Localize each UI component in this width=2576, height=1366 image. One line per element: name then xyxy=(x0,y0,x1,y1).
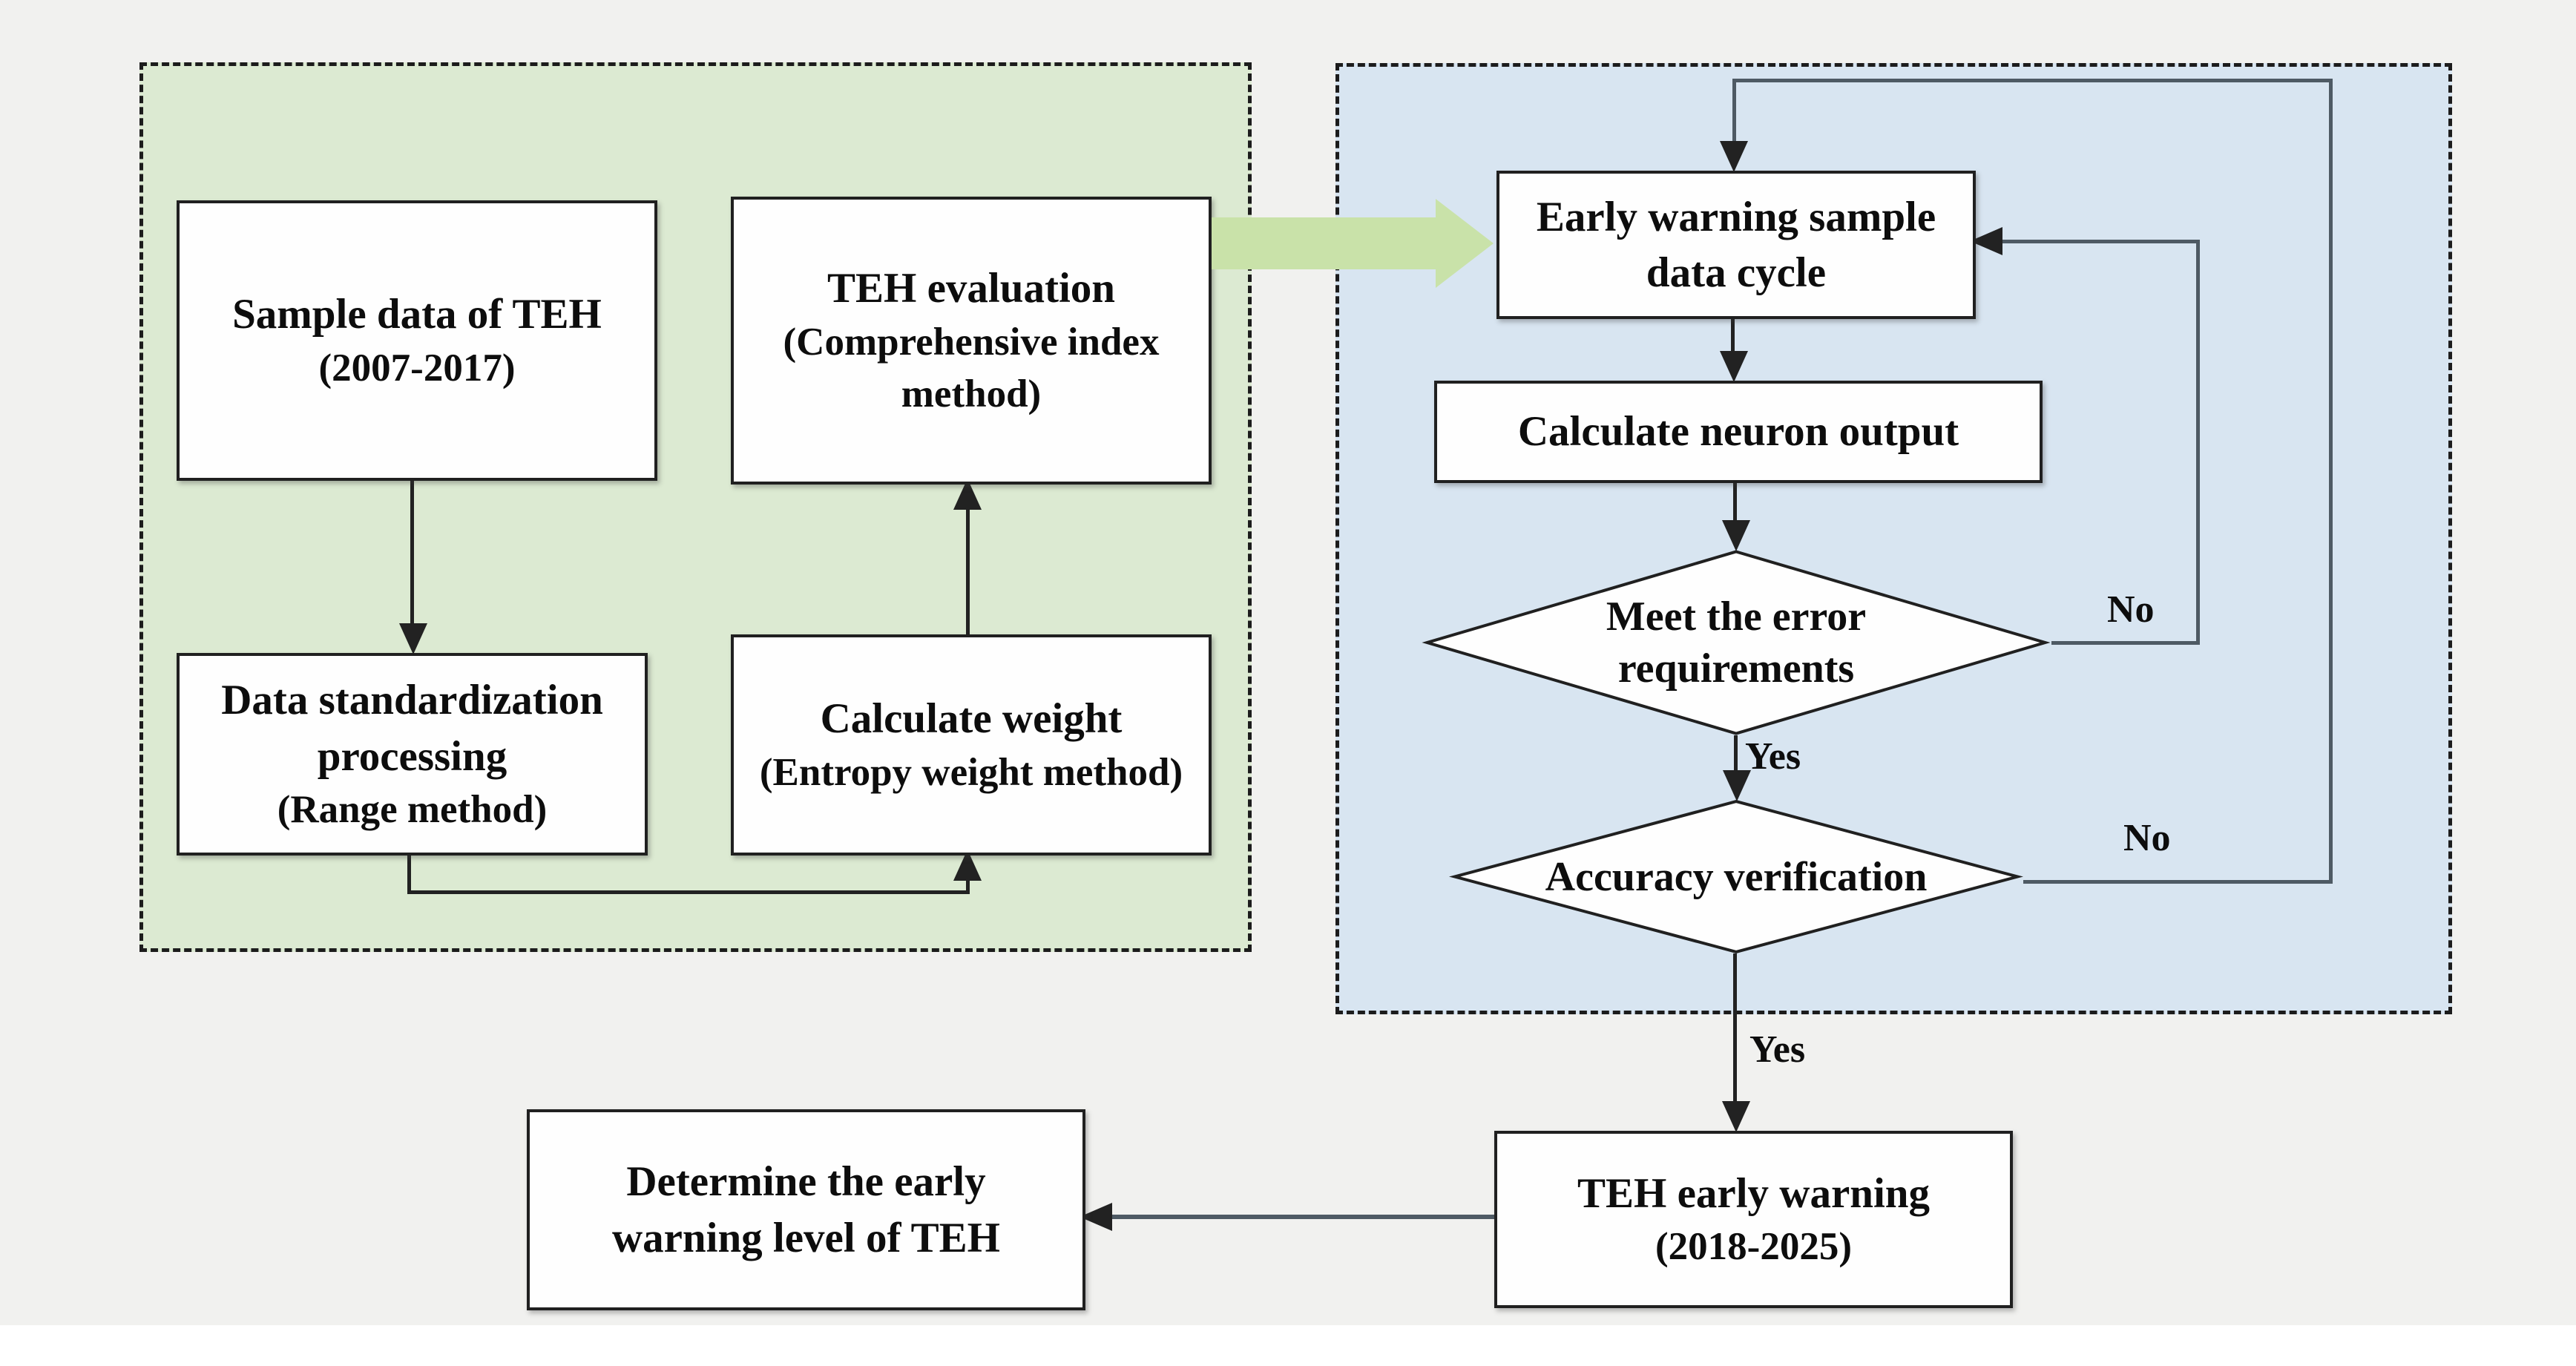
box-calculate-neuron-output-text: Calculate neuron output xyxy=(1517,408,1959,456)
connector-accuracy-no-horizontal xyxy=(2023,880,2333,884)
arrowhead-into-teh-early-warning xyxy=(1722,1101,1750,1132)
box-data-standardization-text: Data standardization processing xyxy=(221,677,603,780)
box-teh-early-warning-text: TEH early warning xyxy=(1577,1169,1930,1217)
box-teh-early-warning-subtext: (2018-2025) xyxy=(1655,1225,1852,1269)
connector-accuracy-no-vertical xyxy=(2329,79,2333,884)
connector-neuron-to-errorcheck xyxy=(1733,477,1737,522)
panel-transition-arrow xyxy=(1212,199,1494,288)
connector-errorcheck-no-horizontal xyxy=(2051,641,2200,645)
label-yes-1: Yes xyxy=(1745,735,1801,778)
connector-sampledata-to-standardization xyxy=(410,475,414,625)
box-determine-warning-level: Determine the early warning level of TEH xyxy=(527,1109,1085,1310)
connector-standardization-elbow-vertical xyxy=(407,850,411,894)
label-no-1: No xyxy=(2107,588,2155,631)
arrowhead-into-neuron xyxy=(1720,351,1748,382)
box-calculate-weight: Calculate weight (Entropy weight method) xyxy=(731,634,1212,856)
decision-meet-error-text: Meet the error requirements xyxy=(1606,594,1867,692)
box-calculate-weight-text: Calculate weight xyxy=(820,695,1123,743)
box-data-standardization: Data standardization processing (Range m… xyxy=(177,653,648,856)
connector-standardization-elbow-horizontal xyxy=(407,890,970,894)
arrowhead-into-standardization xyxy=(399,623,427,654)
box-teh-evaluation: TEH evaluation (Comprehensive index meth… xyxy=(731,197,1212,485)
box-teh-evaluation-text: TEH evaluation xyxy=(827,265,1115,312)
connector-warning-to-determine xyxy=(1109,1215,1494,1219)
decision-meet-error-requirements: Meet the error requirements xyxy=(1421,550,2051,735)
box-early-warning-cycle: Early warning sample data cycle xyxy=(1496,171,1976,319)
connector-cycle-to-neuron xyxy=(1731,313,1735,352)
arrowhead-into-errorcheck xyxy=(1722,520,1750,551)
connector-weight-to-evaluation xyxy=(966,508,970,634)
connector-errorcheck-no-return xyxy=(1998,240,2200,243)
box-sample-data: Sample data of TEH (2007-2017) xyxy=(177,200,657,481)
box-calculate-weight-subtext: (Entropy weight method) xyxy=(759,750,1183,794)
connector-errorcheck-no-vertical xyxy=(2196,241,2200,645)
decision-accuracy-text: Accuracy verification xyxy=(1545,853,1928,900)
label-no-2: No xyxy=(2123,817,2171,859)
connector-accuracy-no-top xyxy=(1732,79,2333,82)
box-teh-early-warning: TEH early warning (2018-2025) xyxy=(1494,1131,2013,1308)
arrowhead-into-cycle-top xyxy=(1720,141,1748,172)
connector-accuracy-no-drop xyxy=(1732,79,1736,142)
box-teh-evaluation-subtext: (Comprehensive index method) xyxy=(783,320,1160,416)
bottom-margin xyxy=(0,1325,2576,1366)
label-yes-2: Yes xyxy=(1749,1028,1806,1071)
box-data-standardization-subtext: (Range method) xyxy=(277,787,548,831)
box-early-warning-cycle-text: Early warning sample data cycle xyxy=(1536,193,1936,296)
box-sample-data-text: Sample data of TEH xyxy=(232,291,602,338)
box-sample-data-subtext: (2007-2017) xyxy=(318,346,516,390)
box-calculate-neuron-output: Calculate neuron output xyxy=(1434,381,2043,483)
connector-elbow-to-weight xyxy=(966,879,970,894)
connector-accuracy-yes xyxy=(1733,953,1737,1103)
arrowhead-into-accuracycheck xyxy=(1723,770,1751,801)
decision-accuracy-verification: Accuracy verification xyxy=(1449,800,2023,953)
box-determine-warning-level-text: Determine the early warning level of TEH xyxy=(611,1158,1001,1261)
connector-errorcheck-yes xyxy=(1734,735,1738,772)
